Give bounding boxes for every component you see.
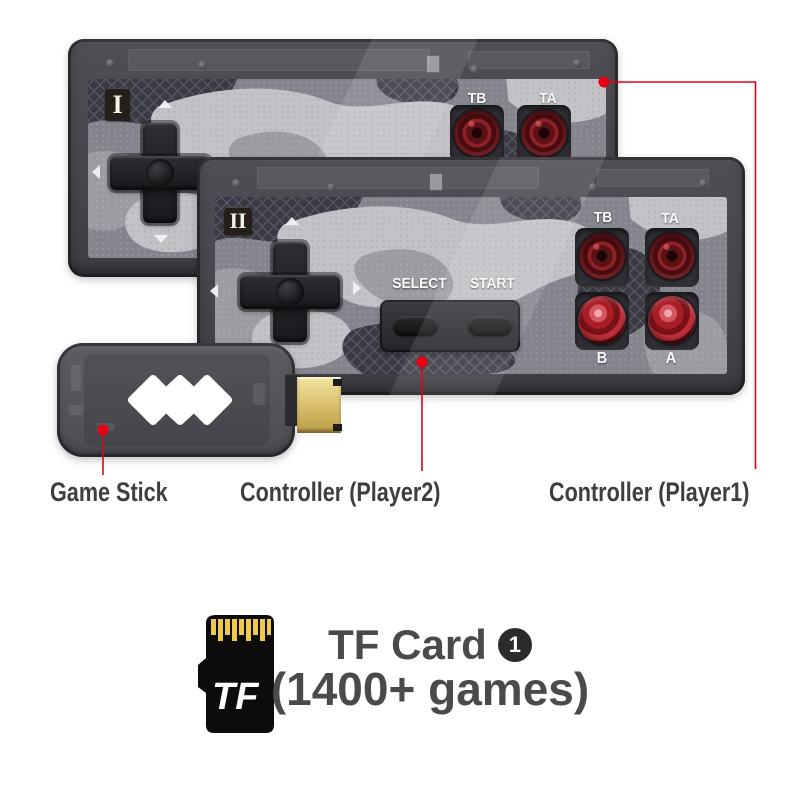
- down-arrow-icon: [154, 235, 168, 243]
- circled-one-badge: 1: [497, 628, 532, 662]
- hdmi-notch: [333, 424, 342, 431]
- left-arrow-icon: [210, 284, 218, 298]
- hdmi-notch: [333, 379, 342, 386]
- pcb-detail: [257, 167, 539, 189]
- stick-wave-logo: [128, 375, 232, 425]
- tb-turbo-button: [579, 233, 625, 279]
- b-button: [578, 296, 626, 344]
- ta-label: TA: [539, 90, 557, 107]
- dpad-player1: [110, 123, 210, 223]
- select-start-housing: [380, 300, 520, 352]
- screw-icon: [198, 61, 207, 70]
- pcb-detail: [253, 383, 265, 405]
- screw-icon: [699, 179, 708, 188]
- game-stick: [57, 343, 342, 457]
- tb-turbo-button: [454, 110, 500, 156]
- start-label: START: [469, 275, 515, 292]
- dpad-center: [146, 159, 174, 187]
- right-arrow-icon: [353, 281, 361, 295]
- pcb-detail: [597, 169, 709, 187]
- screw-icon: [232, 179, 241, 188]
- tb-label: TB: [467, 90, 487, 107]
- tf-card-icon: TF: [198, 615, 274, 733]
- player2-badge: II: [224, 207, 252, 235]
- a-label: A: [665, 350, 677, 367]
- screw-icon: [589, 183, 598, 192]
- left-arrow-icon: [92, 165, 100, 179]
- select-label: SELECT: [392, 275, 447, 292]
- tf-card-title: TF Card: [328, 621, 487, 668]
- tf-card-subtitle: (1400+ games): [270, 663, 590, 715]
- select-button: [393, 316, 438, 336]
- dpad-player2: [240, 242, 340, 342]
- screw-icon: [106, 59, 115, 68]
- a-button: [648, 296, 696, 344]
- tb-label: TB: [593, 209, 613, 226]
- pcb-detail: [468, 51, 590, 69]
- caption-game-stick: Game Stick: [50, 477, 168, 507]
- ta-turbo-button: [649, 233, 695, 279]
- bracket-detail: [426, 55, 440, 73]
- tf-card-pins: [211, 619, 271, 641]
- b-label: B: [596, 350, 608, 367]
- pcb-detail: [71, 365, 81, 391]
- screw-icon: [470, 65, 479, 74]
- up-arrow-icon: [158, 100, 172, 108]
- caption-controller-player2: Controller (Player2): [240, 477, 441, 507]
- up-arrow-icon: [285, 217, 299, 225]
- ta-turbo-button: [521, 110, 567, 156]
- player1-badge: I: [105, 88, 130, 121]
- ta-label: TA: [661, 210, 679, 227]
- hdmi-connector-icon: [297, 377, 341, 433]
- caption-controller-player1: Controller (Player1): [549, 477, 750, 507]
- pcb-detail: [97, 423, 115, 431]
- screw-icon: [327, 183, 336, 192]
- pcb-detail: [128, 49, 430, 71]
- pcb-detail: [69, 405, 83, 415]
- screw-icon: [573, 59, 582, 68]
- dpad-center: [276, 278, 304, 306]
- tf-chip-text: TF: [212, 676, 260, 718]
- tf-card-title-row: TF Card 1: [230, 621, 630, 668]
- start-button: [468, 316, 512, 336]
- bracket-detail: [429, 173, 443, 191]
